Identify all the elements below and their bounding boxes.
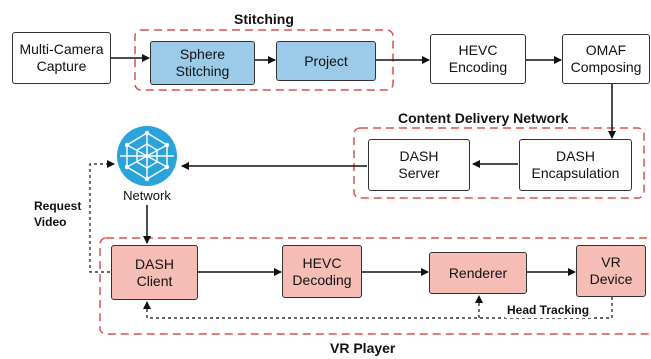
cdn-group-title: Content Delivery Network [398,110,569,126]
dash-client-label: DASH Client [135,255,174,289]
project-box: Project [276,41,376,81]
dash-server-label: DASH Server [398,148,440,181]
vr-device-label: VR Device [589,254,633,287]
renderer-box: Renderer [429,252,527,294]
multi-camera-capture-label: Multi-Camera Capture [19,41,104,74]
vr-player-group-border [99,237,651,335]
project-label: Project [304,52,348,69]
hevc-encoding-label: HEVC Encoding [448,42,508,75]
dash-encapsulation-label: DASH Encapsulation [531,148,620,181]
dash-server-box: DASH Server [368,139,470,191]
stitching-group-title: Stitching [234,11,294,27]
vr-device-box: VR Device [576,245,646,297]
hevc-decoding-label: HEVC Decoding [292,254,352,288]
renderer-label: Renderer [448,264,508,281]
network-globe-icon [117,126,177,186]
omaf-composing-label: OMAF Composing [570,42,642,75]
head-tracking-label: Head Tracking [505,302,592,318]
sphere-stitching-label: Sphere Stitching [175,46,230,79]
cdn-group-border [353,127,645,199]
request-video-connector [89,160,115,273]
hevc-encoding-box: HEVC Encoding [430,34,526,84]
network-label: Network [123,188,171,203]
hevc-decoding-box: HEVC Decoding [282,245,362,298]
dash-client-box: DASH Client [111,245,198,300]
vr-player-group-title: VR Player [330,340,396,356]
omaf-composing-box: OMAF Composing [562,34,650,84]
request-video-label: Request Video [34,199,82,229]
sphere-stitching-box: Sphere Stitching [150,41,255,85]
multi-camera-capture-box: Multi-Camera Capture [12,32,111,84]
dash-encapsulation-box: DASH Encapsulation [519,139,632,191]
head-tracking-connector [143,297,613,319]
